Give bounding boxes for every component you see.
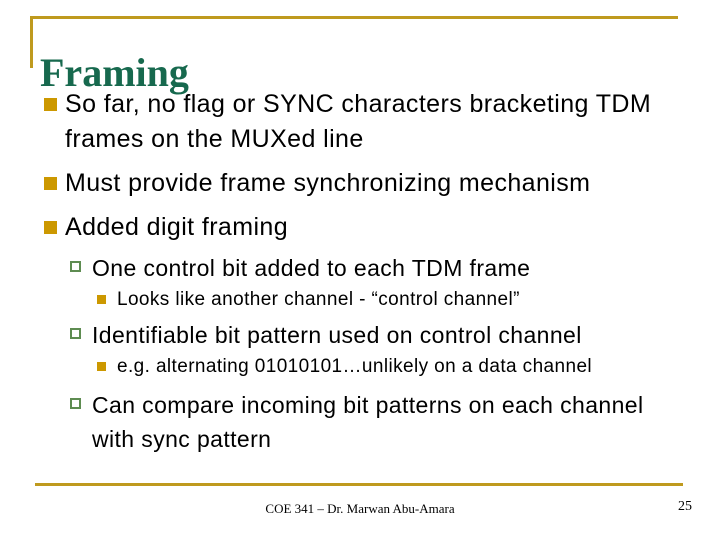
small-square-bullet-icon bbox=[97, 295, 106, 304]
slide-title: Framing bbox=[40, 49, 189, 95]
bullet-list: So far, no flag or SYNC characters brack… bbox=[44, 87, 692, 456]
square-bullet-icon bbox=[44, 221, 57, 234]
hollow-square-bullet-icon bbox=[70, 398, 81, 409]
footer-accent-rule bbox=[35, 483, 683, 486]
bullet-text: Added digit framing bbox=[65, 213, 289, 241]
bullet-text: e.g. alternating 01010101…unlikely on a … bbox=[117, 356, 593, 377]
bullet-item-level1: So far, no flag or SYNC characters brack… bbox=[44, 87, 692, 157]
hollow-square-bullet-icon bbox=[70, 261, 81, 272]
bullet-item-level2: Can compare incoming bit patterns on eac… bbox=[70, 388, 692, 456]
bullet-item-level1: Added digit framing bbox=[44, 210, 692, 245]
bullet-text: Must provide frame synchronizing mechani… bbox=[65, 169, 591, 197]
top-accent-rule bbox=[30, 16, 678, 19]
footer-course-label: COE 341 – Dr. Marwan Abu-Amara bbox=[265, 501, 455, 516]
bullet-item-level2: Identifiable bit pattern used on control… bbox=[70, 318, 692, 352]
bullet-text: Looks like another channel - “control ch… bbox=[117, 289, 520, 310]
bullet-text: Identifiable bit pattern used on control… bbox=[92, 322, 582, 348]
bullet-text: Can compare incoming bit patterns on eac… bbox=[92, 392, 644, 452]
page-number: 25 bbox=[678, 499, 692, 514]
square-bullet-icon bbox=[44, 98, 57, 111]
left-accent-rule bbox=[30, 16, 33, 68]
bullet-item-level1: Must provide frame synchronizing mechani… bbox=[44, 166, 692, 201]
bullet-item-level2: One control bit added to each TDM frame bbox=[70, 251, 692, 285]
bullet-item-level3: e.g. alternating 01010101…unlikely on a … bbox=[97, 353, 692, 381]
bullet-text: One control bit added to each TDM frame bbox=[92, 255, 531, 281]
square-bullet-icon bbox=[44, 177, 57, 190]
small-square-bullet-icon bbox=[97, 362, 106, 371]
hollow-square-bullet-icon bbox=[70, 328, 81, 339]
bullet-item-level3: Looks like another channel - “control ch… bbox=[97, 286, 692, 314]
bullet-text: So far, no flag or SYNC characters brack… bbox=[65, 90, 652, 153]
